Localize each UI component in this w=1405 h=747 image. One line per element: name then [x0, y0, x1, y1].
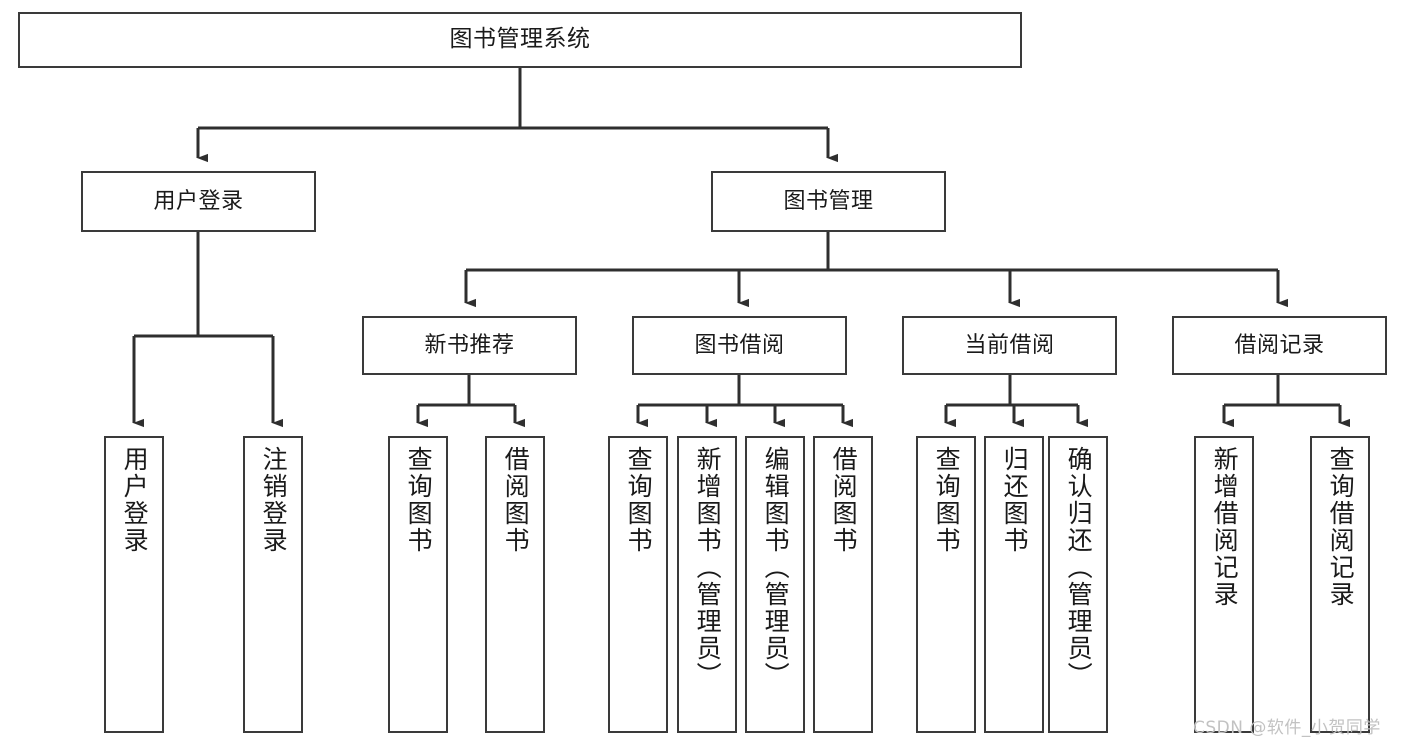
leaf-user-login[interactable]: 用户登录	[104, 436, 164, 733]
node-label: 确认归还（管理员）	[1064, 446, 1094, 689]
node-label: 新书推荐	[424, 332, 515, 358]
node-label: 图书管理系统	[449, 26, 591, 53]
leaf-logout[interactable]: 注销登录	[243, 436, 303, 733]
leaf-borrow-books[interactable]: 借阅图书	[813, 436, 873, 733]
node-label: 注销登录	[259, 446, 289, 554]
node-label: 借阅图书	[501, 446, 531, 554]
node-label: 借阅记录	[1234, 332, 1325, 358]
leaf-query-books-borrowing[interactable]: 查询图书	[608, 436, 668, 733]
node-label: 查询图书	[624, 446, 654, 554]
node-label: 查询图书	[404, 446, 434, 554]
node-new-book-recommendation[interactable]: 新书推荐	[362, 316, 577, 375]
leaf-add-book-admin[interactable]: 新增图书（管理员）	[677, 436, 737, 733]
node-label: 用户登录	[153, 188, 244, 214]
node-root-system[interactable]: 图书管理系统	[18, 12, 1022, 68]
leaf-query-books-current[interactable]: 查询图书	[916, 436, 976, 733]
node-label: 借阅图书	[829, 446, 859, 554]
node-book-management[interactable]: 图书管理	[711, 171, 946, 232]
leaf-query-books-recommendation[interactable]: 查询图书	[388, 436, 448, 733]
node-label: 查询借阅记录	[1326, 446, 1356, 608]
node-label: 图书借阅	[694, 332, 785, 358]
leaf-edit-book-admin[interactable]: 编辑图书（管理员）	[745, 436, 805, 733]
node-label: 当前借阅	[964, 332, 1055, 358]
node-label: 查询图书	[932, 446, 962, 554]
node-label: 归还图书	[1000, 446, 1030, 554]
node-label: 图书管理	[783, 188, 874, 214]
node-user-login[interactable]: 用户登录	[81, 171, 316, 232]
node-label: 新增借阅记录	[1210, 446, 1240, 608]
node-label: 用户登录	[120, 446, 150, 554]
csdn-watermark: CSDN @软件_小贺同学	[1193, 718, 1381, 738]
leaf-query-borrowing-record[interactable]: 查询借阅记录	[1310, 436, 1370, 733]
node-current-borrowing[interactable]: 当前借阅	[902, 316, 1117, 375]
node-label: 新增图书（管理员）	[693, 446, 723, 689]
leaf-return-books[interactable]: 归还图书	[984, 436, 1044, 733]
node-label: 编辑图书（管理员）	[761, 446, 791, 689]
node-book-borrowing[interactable]: 图书借阅	[632, 316, 847, 375]
leaf-add-borrowing-record[interactable]: 新增借阅记录	[1194, 436, 1254, 733]
leaf-borrow-books-recommendation[interactable]: 借阅图书	[485, 436, 545, 733]
node-borrowing-records[interactable]: 借阅记录	[1172, 316, 1387, 375]
leaf-confirm-return-admin[interactable]: 确认归还（管理员）	[1048, 436, 1108, 733]
